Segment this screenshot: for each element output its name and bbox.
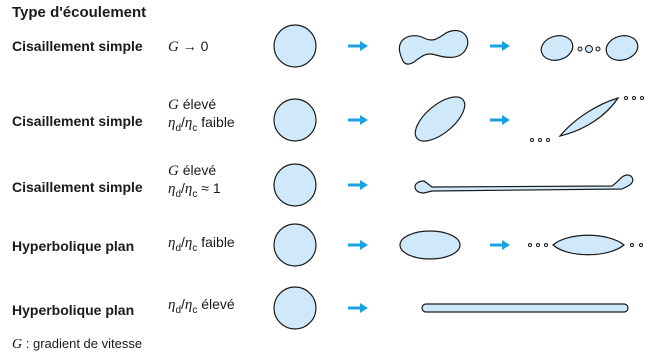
flow-row-1: Cisaillement simple G → 0 bbox=[0, 20, 653, 80]
eta-symbol: η bbox=[184, 297, 193, 313]
eta-symbol: η bbox=[184, 181, 193, 197]
condition: ηd/ηc faible bbox=[168, 234, 235, 254]
initial-drop bbox=[273, 286, 317, 330]
satellite-drop bbox=[585, 45, 593, 53]
flow-type-label: Cisaillement simple bbox=[12, 113, 143, 129]
arrow-icon bbox=[490, 240, 510, 250]
satellite-drop bbox=[632, 96, 636, 100]
satellite-drop bbox=[630, 243, 634, 247]
flow-type-label: Hyperbolique plan bbox=[12, 302, 135, 318]
flow-row-3: Cisaillement simple G élevé ηd/ηc ≈ 1 bbox=[0, 157, 653, 217]
stretched-drop bbox=[414, 96, 466, 142]
lens-drop bbox=[558, 96, 620, 138]
thread-drop bbox=[414, 174, 634, 194]
subscript: d bbox=[175, 122, 182, 134]
symbol-G: G bbox=[12, 337, 23, 352]
elongated-drop bbox=[399, 230, 461, 260]
subscript: c bbox=[192, 122, 198, 134]
subscript: d bbox=[175, 304, 182, 316]
initial-drop bbox=[273, 163, 317, 207]
arrow-icon bbox=[490, 115, 510, 125]
satellite-drop bbox=[624, 96, 628, 100]
row-1-shapes bbox=[273, 24, 639, 68]
flow-type-label: Cisaillement simple bbox=[12, 179, 143, 195]
flow-type-label: Cisaillement simple bbox=[12, 38, 143, 54]
arrow-icon bbox=[348, 41, 368, 51]
eta-symbol: η bbox=[184, 115, 193, 131]
condition: ηd/ηc élevé bbox=[168, 296, 235, 316]
arrow-icon bbox=[348, 180, 368, 190]
condition-text: élevé bbox=[201, 296, 235, 312]
satellite-drop bbox=[546, 138, 550, 142]
thread-drop bbox=[421, 303, 629, 313]
eta-symbol: η bbox=[184, 235, 193, 251]
satellite-drop bbox=[536, 243, 540, 247]
eta-symbol: η bbox=[168, 235, 176, 251]
flow-row-5: Hyperbolique plan ηd/ηc élevé bbox=[0, 280, 653, 340]
diagram-heading: Type d'écoulement bbox=[12, 4, 147, 21]
symbol-G: G bbox=[168, 163, 179, 179]
condition-text: élevé bbox=[182, 162, 217, 178]
flow-row-2: Cisaillement simple G élevé ηd/ηc faible bbox=[0, 90, 653, 150]
condition-text: ≈ 1 bbox=[201, 180, 221, 196]
satellite-drop bbox=[544, 243, 548, 247]
subscript: c bbox=[192, 242, 198, 254]
initial-drop bbox=[273, 98, 317, 142]
condition-text: élevé bbox=[182, 96, 217, 112]
lens-drop bbox=[552, 234, 625, 256]
initial-drop bbox=[273, 223, 317, 267]
row-3-shapes bbox=[273, 163, 634, 207]
subscript: c bbox=[192, 304, 198, 316]
daughter-drop bbox=[540, 35, 574, 61]
condition-text: faible bbox=[201, 234, 235, 250]
condition-text: faible bbox=[201, 114, 235, 130]
initial-drop bbox=[273, 24, 317, 68]
satellite-drop bbox=[640, 96, 644, 100]
satellite-drop bbox=[530, 138, 534, 142]
daughter-drop bbox=[605, 35, 639, 61]
condition: G élevé ηd/ηc ≈ 1 bbox=[168, 162, 221, 200]
subscript: d bbox=[175, 188, 182, 200]
row-4-shapes bbox=[273, 223, 643, 267]
footnote-text: : gradient de vitesse bbox=[22, 336, 143, 351]
arrow-icon bbox=[490, 41, 510, 51]
arrow-icon bbox=[348, 303, 368, 313]
satellite-drop bbox=[577, 46, 583, 52]
symbol-G: G bbox=[168, 97, 179, 113]
satellite-drop bbox=[639, 243, 643, 247]
row-5-shapes bbox=[273, 286, 629, 330]
satellite-drop bbox=[538, 138, 542, 142]
eta-symbol: η bbox=[168, 297, 176, 313]
eta-symbol: η bbox=[168, 181, 176, 197]
flow-row-4: Hyperbolique plan ηd/ηc faible bbox=[0, 218, 653, 278]
satellite-drop bbox=[595, 46, 601, 52]
row-2-shapes bbox=[273, 96, 644, 142]
condition-text: → 0 bbox=[182, 38, 209, 54]
dumbbell-drop bbox=[398, 29, 469, 65]
satellite-drop bbox=[528, 243, 532, 247]
condition: G → 0 bbox=[168, 38, 208, 56]
symbol-G: G bbox=[168, 39, 179, 55]
flow-type-label: Hyperbolique plan bbox=[12, 238, 135, 254]
condition: G élevé ηd/ηc faible bbox=[168, 96, 235, 134]
arrow-icon bbox=[348, 240, 368, 250]
eta-symbol: η bbox=[168, 115, 176, 131]
arrow-icon bbox=[348, 115, 368, 125]
subscript: d bbox=[175, 242, 182, 254]
footnote: G : gradient de vitesse bbox=[12, 336, 142, 353]
subscript: c bbox=[192, 188, 198, 200]
